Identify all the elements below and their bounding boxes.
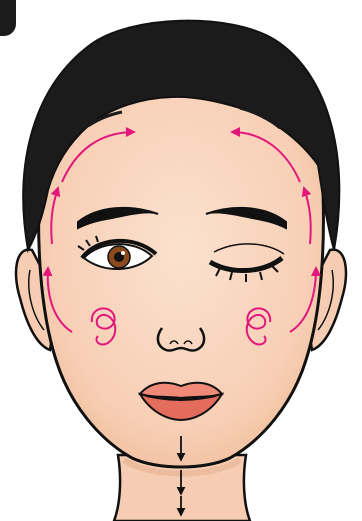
face-massage-illustration (0, 0, 362, 521)
